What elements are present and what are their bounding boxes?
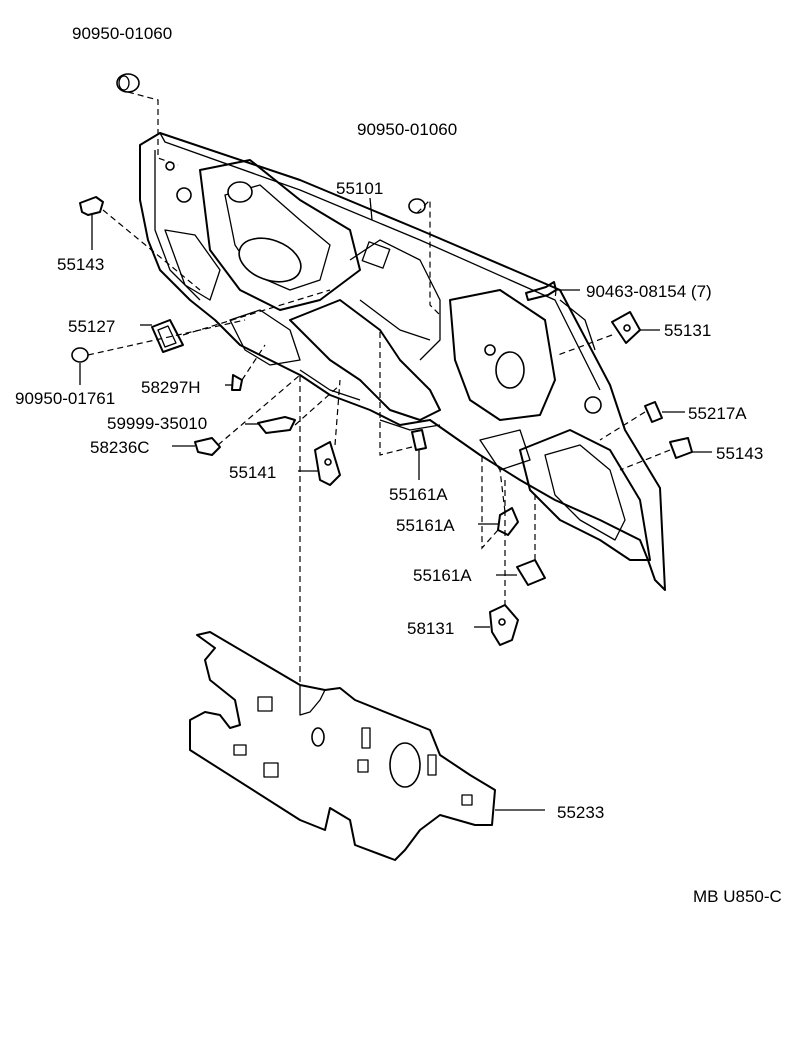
hose-59999-35010 <box>257 416 296 434</box>
label-55143-right: 55143 <box>716 444 763 463</box>
part-labels: 90950-01060 90950-01060 55101 55143 9046… <box>15 24 782 906</box>
label-59999-35010: 59999-35010 <box>107 414 207 433</box>
label-55127: 55127 <box>68 317 115 336</box>
dash-panel-55101 <box>139 132 666 591</box>
bracket-58131 <box>489 604 519 646</box>
insulator-pad-55233 <box>189 631 496 861</box>
bolt-90463-08154 <box>525 281 557 301</box>
bracket-55143-left <box>79 196 104 216</box>
label-90950-01761: 90950-01761 <box>15 389 115 408</box>
clip-58297H <box>231 374 243 391</box>
plug-90950-01060-mid <box>408 198 426 214</box>
bracket-55141 <box>314 441 341 486</box>
label-55143-left: 55143 <box>57 255 104 274</box>
bracket-58236C <box>194 437 221 456</box>
bracket-55217A <box>644 401 663 423</box>
clip-55161A-1 <box>411 429 427 451</box>
plug-90950-01060-top <box>116 73 140 93</box>
label-55161A-2: 55161A <box>396 516 455 535</box>
label-55233: 55233 <box>557 803 604 822</box>
label-55217A: 55217A <box>688 404 747 423</box>
label-90950-01060-top: 90950-01060 <box>72 24 172 43</box>
label-55161A-3: 55161A <box>413 566 472 585</box>
clip-55161A-2 <box>497 507 519 536</box>
label-58236C: 58236C <box>90 438 150 457</box>
plug-90950-01761 <box>71 347 89 363</box>
label-90463-08154: 90463-08154 (7) <box>586 282 712 301</box>
label-55101: 55101 <box>336 179 383 198</box>
plate-55131 <box>611 311 641 344</box>
leader-lines <box>79 197 712 811</box>
label-90950-01060-mid: 90950-01060 <box>357 120 457 139</box>
assembly-lines <box>87 91 671 682</box>
diagram-code: MB U850-C <box>693 887 782 906</box>
label-58131: 58131 <box>407 619 454 638</box>
clip-55161A-3 <box>516 559 546 586</box>
label-55131: 55131 <box>664 321 711 340</box>
label-58297H: 58297H <box>141 378 201 397</box>
label-55141: 55141 <box>229 463 276 482</box>
label-55161A-1: 55161A <box>389 485 448 504</box>
pad-55127 <box>151 319 184 353</box>
bracket-55143-right <box>669 437 693 459</box>
